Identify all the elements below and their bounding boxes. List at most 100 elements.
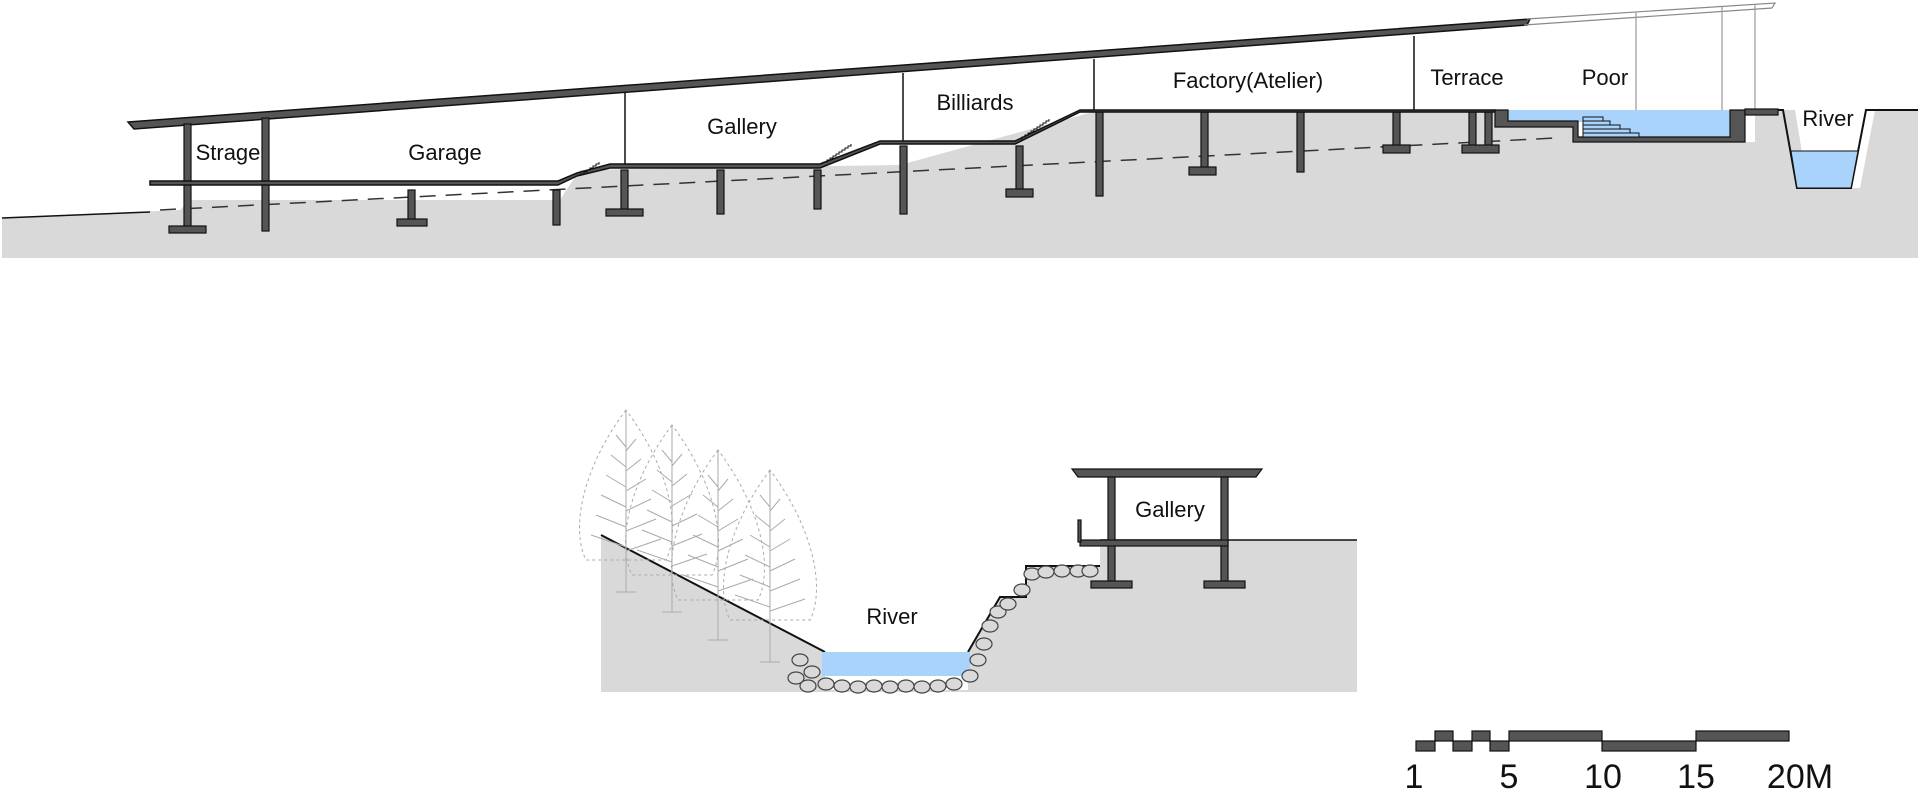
bank-slope-left [600,534,826,653]
floor-slab-right [1744,108,1779,116]
stone [1023,567,1041,581]
scale-bar [1415,730,1790,752]
scale-segment [1434,730,1454,742]
scale-segment [1508,730,1603,742]
stair-steps [577,119,1050,177]
scale-segment [1471,730,1491,742]
stone [881,680,899,694]
cross-floor [1079,539,1229,547]
stone [969,653,987,667]
stone [787,671,805,685]
column [1392,111,1401,149]
room-label-factory: Factory(Atelier) [1173,68,1323,93]
stone [1081,564,1099,578]
scale-label-15: 15 [1677,758,1715,796]
room-label-billiards: Billiards [936,90,1013,115]
column [1200,111,1209,169]
stone [1037,565,1055,579]
stone [1053,564,1071,578]
room-label-strage: Strage [196,140,261,165]
tree [578,409,674,593]
column [407,189,416,223]
footing [1188,166,1217,176]
stone [999,597,1017,611]
column [1095,111,1104,197]
pool-steps [1582,116,1640,138]
cross-ground [601,535,1357,692]
scale-segment [1489,740,1510,752]
stone [803,665,821,679]
stone [981,619,999,633]
cross-river-label: River [866,604,917,629]
stone [897,679,915,693]
ground-mass [2,110,1918,258]
column [1015,145,1024,191]
column [620,169,629,213]
tree [624,424,720,613]
cross-gallery-building [1070,468,1264,589]
stone [989,605,1007,619]
column [261,117,270,232]
stone [913,680,931,694]
scale-segment [1452,740,1473,752]
tree [722,469,818,663]
stone [1013,583,1031,597]
river-water [1790,150,1859,189]
cross-rail [1077,519,1082,543]
room-label-river: River [1802,106,1853,131]
footing [1005,188,1034,198]
bank-right [967,565,1100,653]
stone [929,679,947,693]
column [1296,111,1305,173]
column [1468,111,1477,149]
stone [799,679,817,693]
stone [975,637,993,651]
cross-gallery-label: Gallery [1135,497,1205,522]
stone [817,677,835,691]
ground-line [1,211,151,219]
pool-water [1508,110,1730,137]
column [716,169,725,215]
column [1484,111,1493,149]
room-label-gallery: Gallery [707,114,777,139]
footing [168,225,207,234]
cross-column [1107,476,1116,583]
cross-column [1220,476,1229,583]
scale-label-20m: 20M [1767,758,1833,796]
room-label-garage: Garage [408,140,481,165]
cross-river-water [822,652,970,676]
footing [396,218,428,227]
riverbed-stones [787,564,1099,694]
scale-segment [1601,740,1697,752]
stone [791,653,809,667]
stone [849,680,867,694]
scale-label-1: 1 [1405,758,1424,796]
long-section: Strage Garage Gallery Billiards Factory(… [1,2,1918,258]
trees [578,409,818,663]
tree [670,449,766,641]
scale-label-10: 10 [1584,758,1622,796]
structural-columns [168,111,1500,234]
stone [961,669,979,683]
cross-section: Gallery River [578,409,1357,694]
scale-segment [1415,740,1436,752]
column [813,169,822,210]
scale-segment [1695,730,1790,742]
footing [1382,144,1411,154]
stone [945,677,963,691]
stone [833,679,851,693]
column [183,123,192,228]
pool-basin [1494,109,1746,143]
column [899,145,908,215]
cross-footing [1090,580,1133,589]
room-label-terrace: Terrace [1430,65,1503,90]
roof-glass-extension [1523,2,1777,26]
footing [605,208,644,217]
stone [865,679,883,693]
column [552,189,561,226]
cross-roof [1070,468,1264,478]
room-label-poor: Poor [1582,65,1628,90]
footing [1461,144,1500,154]
cross-footing [1203,580,1246,589]
